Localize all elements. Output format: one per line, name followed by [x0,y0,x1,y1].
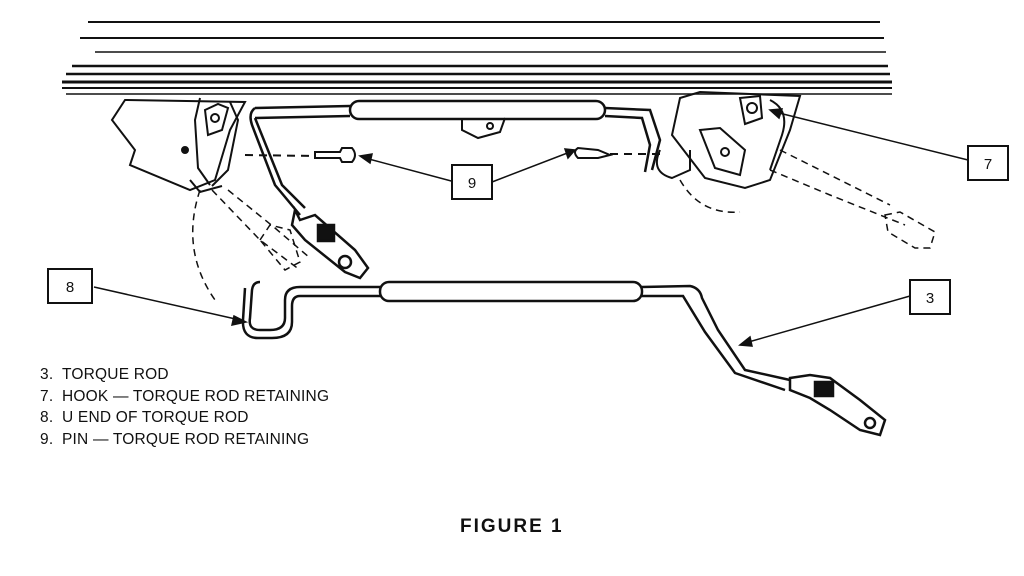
right-hinge-arm-ghost [679,149,936,249]
callout-8: 8 [47,268,93,304]
callout-9-label: 9 [468,175,476,192]
parts-legend: 3. TORQUE ROD 7. HOOK — TORQUE ROD RETAINI… [40,364,329,450]
legend-item: 8. U END OF TORQUE ROD [40,407,329,429]
legend-item-number: 7. [40,387,54,405]
left-hinge-bracket [110,97,247,194]
callout-9: 9 [451,164,493,200]
left-hinge-arm-ghost [191,189,311,301]
callout-7-label: 7 [984,156,992,173]
legend-item: 7. HOOK — TORQUE ROD RETAINING [40,386,329,408]
legend-item: 3. TORQUE ROD [40,364,329,386]
legend-item-number: 9. [40,430,54,448]
legend-item-number: 3. [40,366,54,383]
callout-3-label: 3 [926,290,934,307]
legend-item-number: 8. [40,409,54,426]
center-rod-clip [461,117,506,140]
legend-item-text: HOOK — TORQUE ROD RETAINING [62,387,330,405]
legend-item-text: PIN — TORQUE ROD RETAINING [62,430,310,448]
u-end-torque-rod [241,280,301,340]
legend-item-text: U END OF TORQUE ROD [62,409,249,426]
legend-item: 9. PIN — TORQUE ROD RETAINING [40,429,329,451]
legend-item-text: TORQUE ROD [62,366,169,383]
right-hinge-bracket [656,90,802,190]
callout-8-label: 8 [66,279,74,296]
figure-caption: FIGURE 1 [460,516,564,537]
callout-3: 3 [909,279,951,315]
retaining-pins [244,146,660,163]
lower-rod-end [788,373,887,437]
lid-edge-lines [62,21,892,95]
lower-torque-rod [300,280,791,392]
callout-7: 7 [967,145,1009,181]
left-rod-end [290,206,370,280]
leader-lines [93,108,969,347]
